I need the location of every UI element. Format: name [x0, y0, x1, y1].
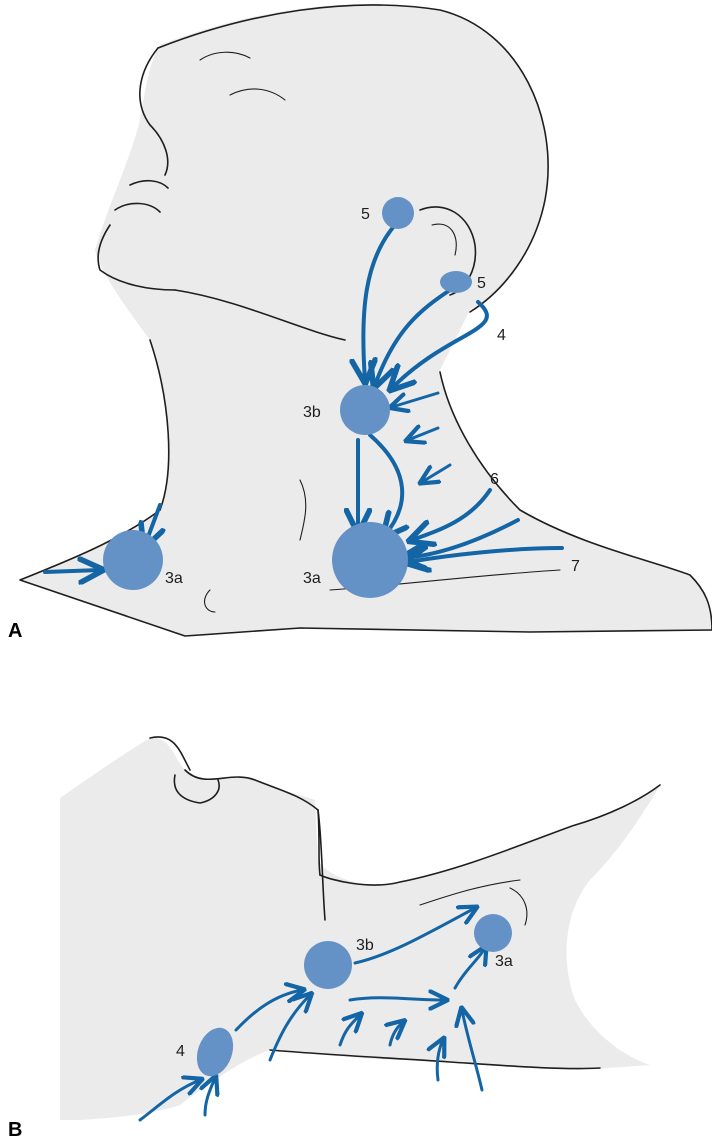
panel-a: 5 5 4 3b 6 7 3a 3a A: [8, 4, 712, 642]
panel-label-b: B: [8, 1119, 22, 1141]
node-label: 3b: [303, 404, 321, 421]
lymph-node-3a-left: [103, 530, 163, 590]
node-label: 6: [490, 471, 499, 488]
lymph-node-3b: [304, 941, 352, 989]
panel-b: 4 3b 3a B: [8, 737, 660, 1141]
node-label: 3a: [165, 570, 183, 587]
node-label: 4: [176, 1043, 185, 1060]
node-label: 7: [571, 558, 580, 575]
node-label: 3a: [303, 570, 321, 587]
lymph-node-5-upper: [382, 197, 414, 229]
flow-arrow: [45, 570, 100, 572]
lymph-node-5-lower: [440, 271, 472, 293]
lymph-node-3a-right: [332, 522, 408, 598]
lymph-node-3b: [340, 385, 390, 435]
node-label: 4: [497, 327, 506, 344]
neck-drawing-b: [60, 737, 660, 1120]
node-label: 5: [477, 275, 486, 292]
node-label: 5: [361, 206, 370, 223]
panel-label-a: A: [8, 620, 22, 642]
lymph-node-3a: [474, 914, 512, 952]
node-label: 3a: [495, 953, 513, 970]
node-label: 3b: [356, 937, 374, 954]
